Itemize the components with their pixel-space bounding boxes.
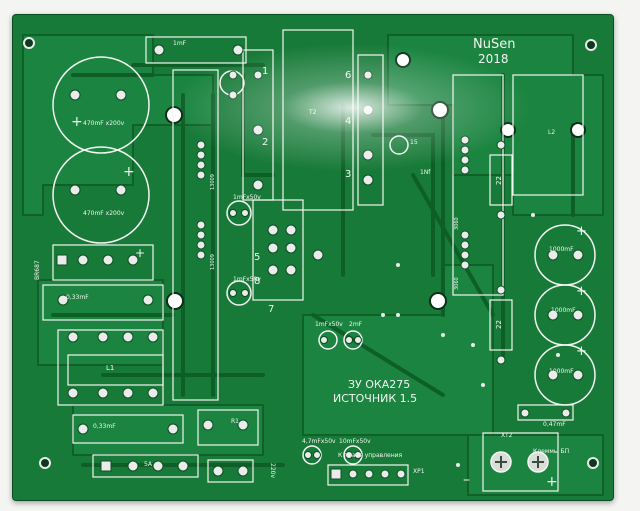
cap-top-label: 1mF — [173, 40, 187, 47]
terminal-plus: + — [546, 474, 558, 490]
cap-1000-a-plus: + — [576, 224, 587, 239]
cap-1000-a-label: 1000mF — [549, 246, 574, 253]
cap-1mf50-a-label: 1mFx50v — [233, 194, 261, 201]
cap-1mf50-c-label: 1mFx50v — [315, 321, 343, 328]
board-title: ЗУ ОКА275 — [348, 378, 411, 391]
bridge-label: BR687 — [34, 260, 41, 280]
cap-033-a-label: 0,33mF — [66, 294, 89, 301]
cap-1mf50-b-label: 1mFx50v — [233, 276, 261, 283]
pcb-board: NuSen 2018 ЗУ ОКА275 ИСТОЧНИК 1.5 1mF 47… — [12, 14, 614, 501]
cap-1000-b-plus: + — [576, 284, 587, 299]
pin-4: 4 — [345, 116, 352, 127]
resistor-r1-label: R1 — [231, 418, 239, 425]
cap-470-a-label: 470mF x200v — [83, 120, 125, 127]
transistor-c-label: 3060 — [454, 217, 460, 230]
fuse-label: 5A — [144, 461, 152, 468]
resistor-22-a-label: 22 — [495, 176, 503, 185]
cap-47mf-label: 4,7mFx50v — [302, 438, 336, 445]
cap-470-b-label: 470mF x200v — [83, 210, 125, 217]
plus-mark-b: + — [123, 164, 135, 180]
transistor-a-label: 13009 — [210, 174, 216, 190]
cap-033-b-label: 0,33mF — [93, 423, 116, 430]
mains-voltage-label: 220v — [269, 463, 276, 479]
pin-7: 7 — [268, 304, 275, 315]
cap-047-label: 0,47mF — [543, 421, 566, 428]
cap-1nf-label: 1Nf — [420, 169, 431, 176]
plus-mark-a: + — [71, 114, 83, 130]
terminal-xt2-label: XT2 — [501, 432, 513, 439]
board-subtitle: ИСТОЧНИК 1.5 — [333, 392, 418, 405]
pcb-artwork — [22, 29, 604, 496]
pin-2: 2 — [262, 137, 269, 148]
cap-1000-c-plus: + — [576, 344, 587, 359]
terminal-minus: – — [463, 472, 470, 488]
control-board-label: К плате управления — [338, 452, 403, 459]
pin-8: 8 — [254, 276, 261, 287]
terminal-clamps-label: Клеммы БП — [533, 448, 570, 455]
bridge-plus: + — [135, 246, 146, 260]
pin-5: 5 — [254, 252, 261, 263]
transformer-label: T2 — [309, 109, 317, 116]
cap-2mf-label: 2mF — [349, 321, 363, 328]
brand-name: NuSen — [473, 37, 516, 52]
inductor-l1-label: L1 — [106, 364, 115, 372]
resistor-22-b-label: 22 — [495, 320, 503, 329]
cap-1000-c-label: 1000mF — [549, 368, 574, 375]
transistor-b-label: 13009 — [210, 254, 216, 270]
transistor-d-label: 3060 — [454, 277, 460, 290]
pin-1: 1 — [262, 66, 269, 77]
brand-year: 2018 — [478, 52, 509, 66]
diode-15-label: 15 — [410, 139, 418, 146]
pin-6: 6 — [345, 70, 352, 81]
pin-3: 3 — [345, 169, 352, 180]
cap-1000-b-label: 1000mF — [551, 307, 576, 314]
inductor-l2-label: L2 — [548, 129, 556, 136]
cap-10mf-label: 10mFx50v — [339, 438, 371, 445]
connector-xp1-label: XP1 — [413, 468, 425, 475]
